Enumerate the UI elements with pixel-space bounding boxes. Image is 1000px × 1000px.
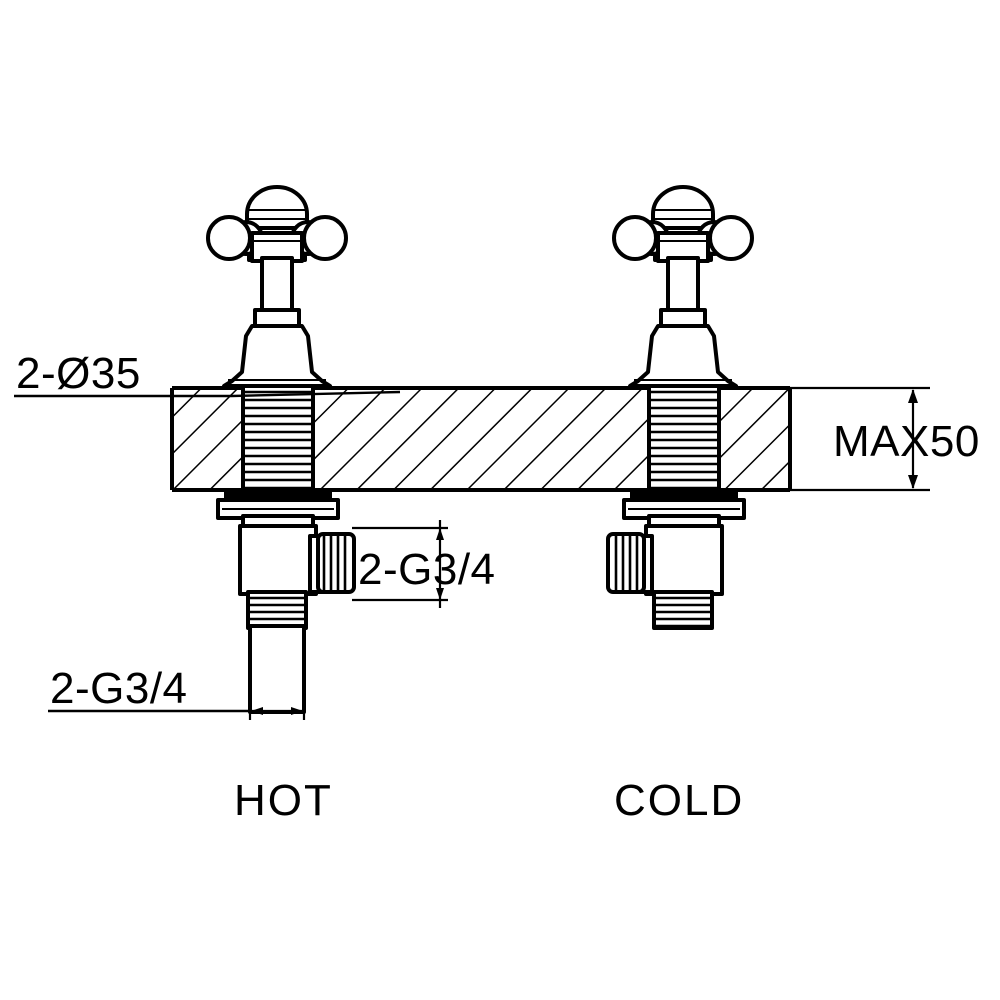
outlet-thread-callout-text: 2-G3/4 <box>358 545 496 594</box>
max50-arrow-top <box>908 389 918 403</box>
cold-handle-knob-right <box>708 215 754 261</box>
hot-washer-plate <box>224 488 332 498</box>
wall-hatch-right <box>719 388 790 490</box>
cold-handle <box>612 185 754 328</box>
cold-washer-plate <box>630 488 738 498</box>
hot-supply-tube <box>248 624 306 714</box>
cold-tail-threads <box>654 596 712 628</box>
hot-handle-knob-left <box>206 215 252 261</box>
cold-valve-body <box>644 524 724 596</box>
hot-handle-stem <box>260 256 294 316</box>
bore-callout-text: 2-Ø35 <box>16 349 141 398</box>
hot-handle <box>206 185 348 328</box>
wall-hatch-middle <box>313 388 649 490</box>
wall-thickness-callout-text: MAX50 <box>833 417 980 466</box>
cold-handle-hub-face <box>656 231 710 263</box>
cold-stem-ring <box>659 308 707 328</box>
hot-outlet-threads <box>322 536 347 592</box>
max50-arrow-bottom <box>908 475 918 489</box>
outlet-arrow-top <box>436 528 444 540</box>
bore-leader-extension <box>231 390 401 398</box>
hot-valve-body <box>238 524 318 596</box>
cold-label-text: COLD <box>614 776 744 825</box>
hot-bell-body <box>222 324 332 388</box>
dimension-wall-thickness: MAX50 <box>790 386 980 492</box>
cold-handle-knob-left <box>612 215 658 261</box>
outlet-arrow-bottom <box>436 588 444 600</box>
tail-arrow-right <box>291 707 303 715</box>
cold-bell-body <box>628 324 738 388</box>
hot-handle-cap-lines <box>247 209 307 220</box>
cold-outlet-thread-boss <box>606 532 646 594</box>
dimension-outlet-thread: 2-G3/4 <box>352 520 496 608</box>
cold-handle-stem <box>666 256 700 316</box>
dimension-tail-thread: 2-G3/4 <box>48 640 306 720</box>
cold-handle-cap-lines <box>653 209 713 220</box>
cold-outlet-threads <box>614 536 639 592</box>
tail-thread-callout-text: 2-G3/4 <box>50 664 188 713</box>
cold-valve-assembly <box>606 185 754 630</box>
dimension-bore-diameter: 2-Ø35 <box>14 349 401 398</box>
tail-arrow-left <box>251 707 263 715</box>
hot-stem-ring <box>253 308 301 328</box>
hot-handle-knob-right <box>302 215 348 261</box>
hot-shank-threads <box>243 390 313 490</box>
hot-label-text: HOT <box>234 776 333 825</box>
wall-hatch-left <box>172 388 243 490</box>
